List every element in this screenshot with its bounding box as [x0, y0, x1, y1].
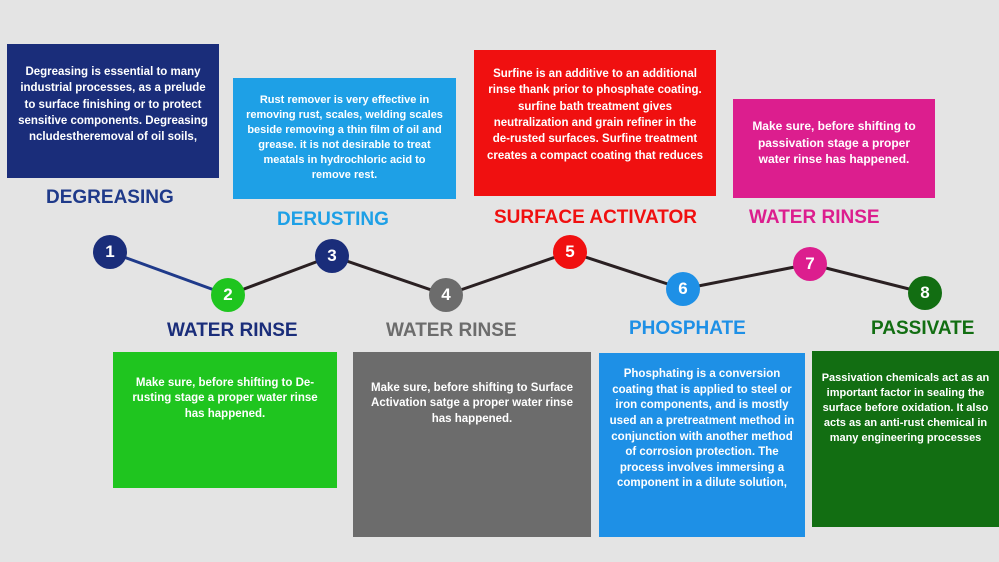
surface-activator-description: Surfine is an additive to an additional …: [486, 68, 704, 162]
phosphate-title: PHOSPHATE: [629, 318, 746, 339]
passivate-title: PASSIVATE: [871, 318, 975, 339]
step-3-node: 3: [315, 239, 349, 273]
water-rinse-4-description: Make sure, before shifting to Surface Ac…: [371, 382, 573, 425]
water-rinse-2-description: Make sure, before shifting to De-rusting…: [132, 377, 318, 420]
link-3-4: [331, 254, 447, 297]
degreasing-description: Degreasing is essential to many industri…: [18, 66, 208, 144]
link-5-6: [569, 250, 684, 291]
passivate-description-box: Passivation chemicals act as an importan…: [812, 351, 999, 527]
link-2-3: [227, 254, 333, 297]
surface-activator-title: SURFACE ACTIVATOR: [494, 207, 698, 228]
step-6-node: 6: [666, 272, 700, 306]
link-6-7: [682, 262, 811, 291]
link-7-8: [809, 262, 926, 295]
water-rinse-2-description-box: Make sure, before shifting to De-rusting…: [113, 352, 337, 488]
step-2-node: 2: [211, 278, 245, 312]
water-rinse-7-description-box: Make sure, before shifting to passivatio…: [733, 99, 935, 198]
water-rinse-4-description-box: Make sure, before shifting to Surface Ac…: [353, 352, 591, 537]
water-rinse-7-title: WATER RINSE: [749, 207, 880, 228]
degreasing-title: DEGREASING: [46, 187, 174, 208]
derusting-description: Rust remover is very effective in removi…: [246, 94, 443, 181]
passivate-description: Passivation chemicals act as an importan…: [821, 372, 990, 444]
surface-activator-description-box: Surfine is an additive to an additional …: [474, 50, 716, 196]
step-5-node: 5: [553, 235, 587, 269]
step-8-node: 8: [908, 276, 942, 310]
phosphate-description: Phosphating is a conversion coating that…: [609, 368, 795, 490]
water-rinse-4-title: WATER RINSE: [386, 320, 517, 341]
step-7-node: 7: [793, 247, 827, 281]
water-rinse-7-description: Make sure, before shifting to passivatio…: [752, 119, 916, 167]
derusting-description-box: Rust remover is very effective in removi…: [233, 78, 456, 199]
phosphate-description-box: Phosphating is a conversion coating that…: [599, 353, 805, 537]
step-1-node: 1: [93, 235, 127, 269]
water-rinse-2-title: WATER RINSE: [167, 320, 298, 341]
degreasing-description-box: Degreasing is essential to many industri…: [7, 44, 219, 178]
link-1-2: [109, 250, 229, 297]
link-4-5: [445, 250, 571, 297]
step-4-node: 4: [429, 278, 463, 312]
derusting-title: DERUSTING: [277, 209, 389, 230]
